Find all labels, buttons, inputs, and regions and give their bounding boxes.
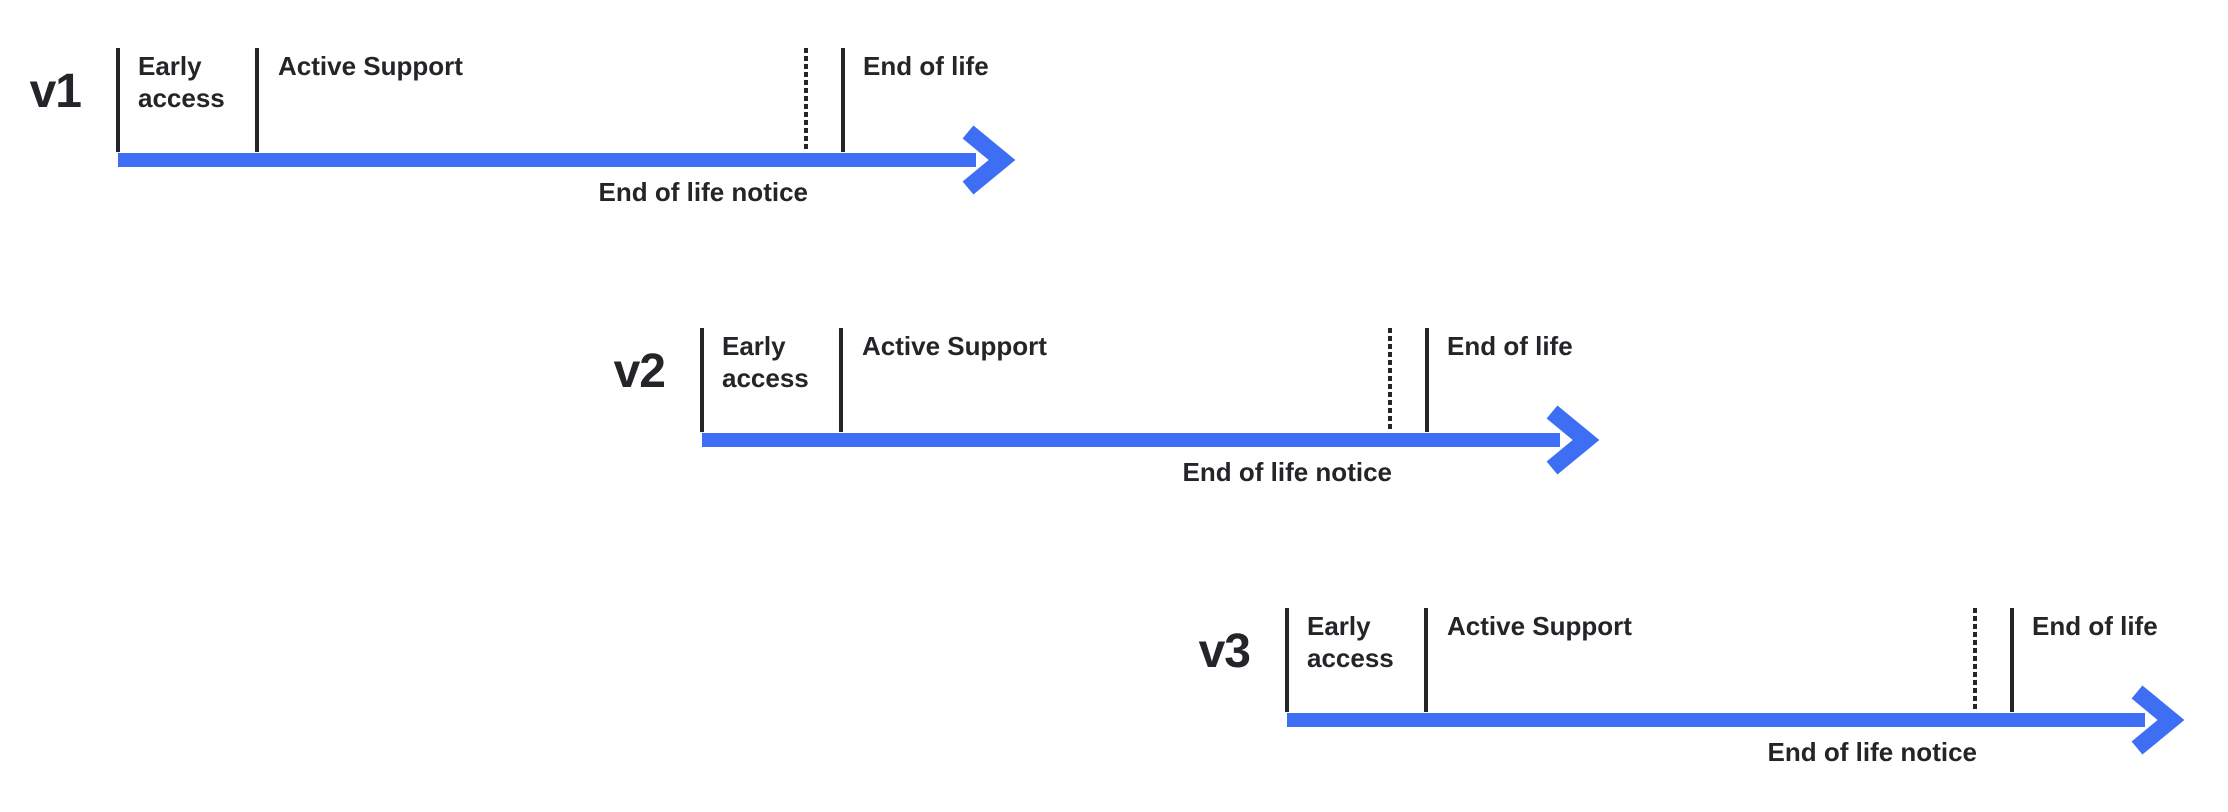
end-of-life-label: End of life — [1447, 331, 1573, 361]
early-access-label: Early access — [722, 331, 809, 393]
active-support-label: Active Support — [862, 331, 1047, 361]
timeline-arrow-icon — [118, 125, 1016, 195]
active-support-start-tick — [1424, 608, 1428, 712]
timeline-arrow-icon — [1287, 685, 2185, 755]
end-of-life-label: End of life — [2032, 611, 2158, 641]
active-support-start-tick — [839, 328, 843, 432]
version-label: v1 — [29, 65, 82, 118]
version-label: v2 — [613, 345, 666, 398]
timeline-row-v3: v3 Early access Active Support End of li… — [1199, 608, 2228, 798]
timeline-row-v2: v2 Early access Active Support End of li… — [614, 328, 1822, 518]
active-support-label: Active Support — [278, 51, 463, 81]
early-access-label: Early access — [138, 51, 225, 113]
active-support-start-tick — [255, 48, 259, 152]
active-support-label: Active Support — [1447, 611, 1632, 641]
timeline-arrow-icon — [702, 405, 1600, 475]
eol-notice-label: End of life notice — [1767, 737, 1977, 767]
end-of-life-tick — [2010, 608, 2014, 712]
end-of-life-tick — [841, 48, 845, 152]
eol-notice-dashed-tick — [1973, 608, 1977, 709]
end-of-life-label: End of life — [863, 51, 989, 81]
eol-notice-label: End of life notice — [1182, 457, 1392, 487]
timeline-row-v1: v1 Early access Active Support End of li… — [30, 48, 1238, 238]
early-access-label: Early access — [1307, 611, 1394, 673]
eol-notice-label: End of life notice — [598, 177, 808, 207]
eol-notice-dashed-tick — [1388, 328, 1392, 429]
end-of-life-tick — [1425, 328, 1429, 432]
early-access-start-tick — [700, 328, 704, 432]
early-access-start-tick — [1285, 608, 1289, 712]
early-access-start-tick — [116, 48, 120, 152]
version-label: v3 — [1198, 625, 1251, 678]
eol-notice-dashed-tick — [804, 48, 808, 149]
